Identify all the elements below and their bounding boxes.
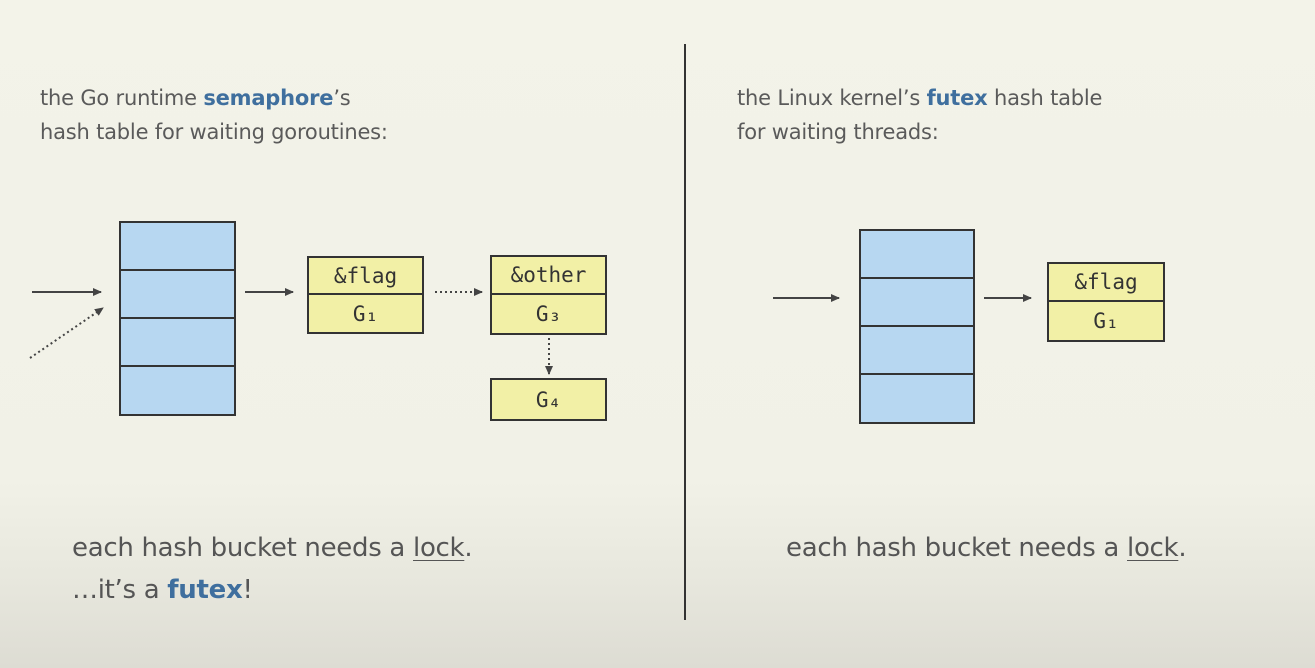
right-caption-line2: for waiting threads: xyxy=(737,120,939,144)
right-flag-g1: G₁ xyxy=(1093,309,1119,333)
left-bucket-1 xyxy=(121,223,234,271)
futex-keyword-left: futex xyxy=(167,575,243,605)
right-bottom-line1: each hash bucket needs a lock. xyxy=(786,533,1187,563)
left-bottom-text: each hash bucket needs a lock. …it’s a f… xyxy=(72,527,473,611)
left-caption-line2: hash table for waiting goroutines: xyxy=(40,120,388,144)
lock-word-left: lock xyxy=(413,533,465,563)
right-bucket-3 xyxy=(861,327,973,375)
left-hash-table xyxy=(119,221,236,416)
right-bucket-2 xyxy=(861,279,973,327)
left-caption: the Go runtime semaphore’s hash table fo… xyxy=(40,81,388,149)
right-bucket-1 xyxy=(861,231,973,279)
left-g4: G₄ xyxy=(535,387,562,412)
semaphore-keyword: semaphore xyxy=(203,86,334,110)
left-bucket-3 xyxy=(121,319,234,367)
right-caption-line1: the Linux kernel’s futex hash table xyxy=(737,86,1103,110)
left-other-key: &other xyxy=(492,257,605,295)
right-caption: the Linux kernel’s futex hash table for … xyxy=(737,81,1102,149)
lock-word-right: lock xyxy=(1127,533,1179,563)
right-flag-key: &flag xyxy=(1049,264,1163,302)
left-incoming-dotted-arrow xyxy=(29,307,104,359)
left-bottom-line1: each hash bucket needs a lock. xyxy=(72,533,473,563)
left-caption-line1: the Go runtime semaphore’s xyxy=(40,86,351,110)
right-bottom-text: each hash bucket needs a lock. xyxy=(786,527,1187,569)
right-bucket-4 xyxy=(861,375,973,422)
left-bottom-line2: …it’s a futex! xyxy=(72,575,253,605)
left-flag-node: &flag G₁ xyxy=(307,256,424,334)
left-g4-node: G₄ xyxy=(490,378,607,421)
left-other-g3: G₃ xyxy=(535,302,562,326)
right-flag-node: &flag G₁ xyxy=(1047,262,1165,342)
left-flag-g1: G₁ xyxy=(352,301,379,326)
left-flag-key: &flag xyxy=(309,258,422,295)
right-hash-table xyxy=(859,229,975,424)
panel-divider xyxy=(684,44,686,620)
left-bucket-4 xyxy=(121,367,234,414)
left-other-node: &other G₃ xyxy=(490,255,607,335)
left-bucket-2 xyxy=(121,271,234,319)
futex-keyword-right: futex xyxy=(926,86,988,110)
